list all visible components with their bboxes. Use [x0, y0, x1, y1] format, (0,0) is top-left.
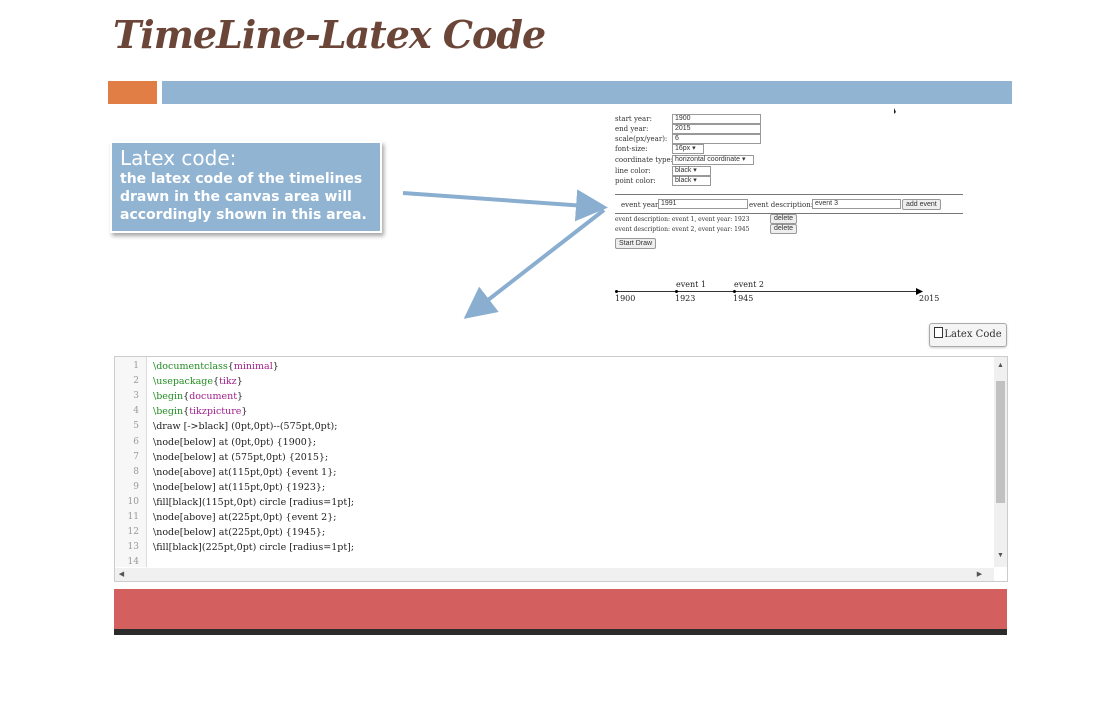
timeline-end-year: 2015	[919, 294, 940, 303]
scale-input[interactable]: 6	[672, 134, 761, 144]
event-text: event description: event 2, event year: …	[615, 226, 750, 233]
code-line: \node[above] at(225pt,0pt) {event 2};	[153, 512, 337, 523]
event-list-item: event description: event 2, event year: …	[615, 226, 749, 233]
line-number: 5	[133, 421, 139, 432]
line-number: 9	[133, 481, 139, 492]
point-color-value: black	[675, 177, 692, 184]
event-text: event description: event 1, event year: …	[615, 216, 750, 223]
scale-label: scale(px/year):	[615, 135, 668, 143]
arrow-to-form	[402, 189, 608, 222]
event-list-item: event description: event 1, event year: …	[615, 216, 749, 223]
event-description-label: event description:	[749, 201, 814, 209]
arrow-to-code	[463, 208, 606, 319]
code-line: \documentclass{minimal}	[153, 361, 279, 372]
line-number: 7	[133, 451, 139, 462]
point-color-select[interactable]: black ▾	[672, 176, 711, 186]
latex-code-button[interactable]: Latex Code	[929, 323, 1007, 347]
vertical-scrollbar[interactable]: ▲ ▼	[994, 357, 1007, 567]
line-number: 14	[127, 557, 139, 568]
line-color-value: black	[675, 167, 692, 174]
delete-button[interactable]: delete	[770, 224, 798, 234]
code-line: \begin{document}	[153, 391, 244, 403]
footer-band-red	[114, 589, 1007, 629]
scroll-right-icon[interactable]: ▶	[976, 571, 983, 578]
event-year-input[interactable]: 1991	[658, 199, 748, 209]
event-description-input[interactable]: event 3	[812, 199, 901, 209]
code-line: \draw [->black] (0pt,0pt)--(575pt,0pt);	[153, 421, 338, 433]
line-number: 13	[127, 542, 139, 553]
scroll-left-icon[interactable]: ◀	[118, 571, 125, 578]
scrollbar-thumb[interactable]	[996, 381, 1005, 503]
code-line: \node[below] at(115pt,0pt) {1923};	[153, 481, 326, 493]
timeline-event-dot	[733, 290, 736, 293]
code-line: \begin{tikzpicture}	[153, 406, 248, 418]
callout-body: the latex code of the timelines drawn in…	[120, 171, 367, 223]
line-number: 8	[133, 466, 139, 477]
add-event-button[interactable]: add event	[902, 199, 941, 210]
divider	[615, 213, 963, 214]
end-year-label: end year:	[615, 125, 649, 133]
footer-band-dark	[114, 629, 1007, 635]
start-year-label: start year:	[615, 115, 652, 123]
code-line: \node[below] at (0pt,0pt) {1900};	[153, 436, 317, 448]
callout-title: Latex code:	[120, 146, 237, 170]
end-year-input[interactable]: 2015	[672, 124, 761, 134]
horizontal-scrollbar[interactable]: ◀ ▶	[115, 568, 994, 581]
clipboard-icon	[934, 327, 944, 338]
point-color-label: point color:	[615, 177, 656, 185]
code-line: \fill[black](115pt,0pt) circle [radius=1…	[153, 496, 355, 508]
callout-box: Latex code: the latex code of the timeli…	[110, 141, 382, 233]
line-number: 10	[127, 496, 139, 507]
line-number: 12	[127, 527, 139, 538]
cursor-icon	[894, 108, 896, 114]
accent-bar-blue	[162, 81, 1012, 104]
timeline-event-year: 1923	[675, 294, 696, 303]
line-number: 1	[133, 361, 139, 371]
line-number: 4	[133, 406, 139, 417]
code-line: \node[below] at(225pt,0pt) {1945};	[153, 527, 326, 539]
coordinate-type-label: coordinate type:	[615, 156, 674, 164]
accent-bar-orange	[108, 81, 157, 104]
code-line: \usepackage{tikz}	[153, 376, 243, 388]
timeline-axis	[616, 291, 920, 292]
start-draw-button[interactable]: Start Draw	[615, 238, 657, 249]
event-year-label: event year:	[621, 201, 661, 209]
scroll-down-icon[interactable]: ▼	[997, 552, 1004, 559]
code-line: \node[above] at(115pt,0pt) {event 1};	[153, 466, 337, 478]
timeline-event-year: 1945	[733, 294, 754, 303]
line-number: 2	[133, 376, 139, 387]
timeline-start-dot	[615, 290, 618, 293]
code-line: \fill[black](225pt,0pt) circle [radius=1…	[153, 542, 355, 554]
line-number: 11	[127, 512, 139, 522]
font-size-value: 16px	[675, 145, 691, 152]
latex-code-label: Latex Code	[944, 329, 1002, 340]
coordinate-type-value: horizontal coordinate	[675, 156, 740, 163]
font-size-label: font-size:	[615, 145, 648, 153]
font-size-select[interactable]: 16px ▾	[672, 144, 704, 154]
timeline-event-dot	[675, 290, 678, 293]
timeline-arrowhead-icon	[916, 288, 923, 295]
line-color-select[interactable]: black ▾	[672, 166, 711, 176]
line-color-label: line color:	[615, 167, 651, 175]
line-number: 3	[133, 391, 139, 402]
timeline-event-label: event 2	[734, 280, 764, 289]
start-year-input[interactable]: 1900	[672, 114, 761, 124]
timeline-start-year: 1900	[615, 294, 636, 303]
code-line: \node[below] at (575pt,0pt) {2015};	[153, 451, 329, 463]
line-number: 6	[133, 436, 139, 447]
slide-title: TimeLine-Latex Code	[113, 12, 546, 57]
scroll-up-icon[interactable]: ▲	[997, 362, 1004, 369]
timeline-event-label: event 1	[676, 280, 706, 289]
coordinate-type-select[interactable]: horizontal coordinate ▾	[672, 155, 754, 165]
delete-button[interactable]: delete	[770, 214, 798, 224]
divider	[615, 194, 963, 195]
